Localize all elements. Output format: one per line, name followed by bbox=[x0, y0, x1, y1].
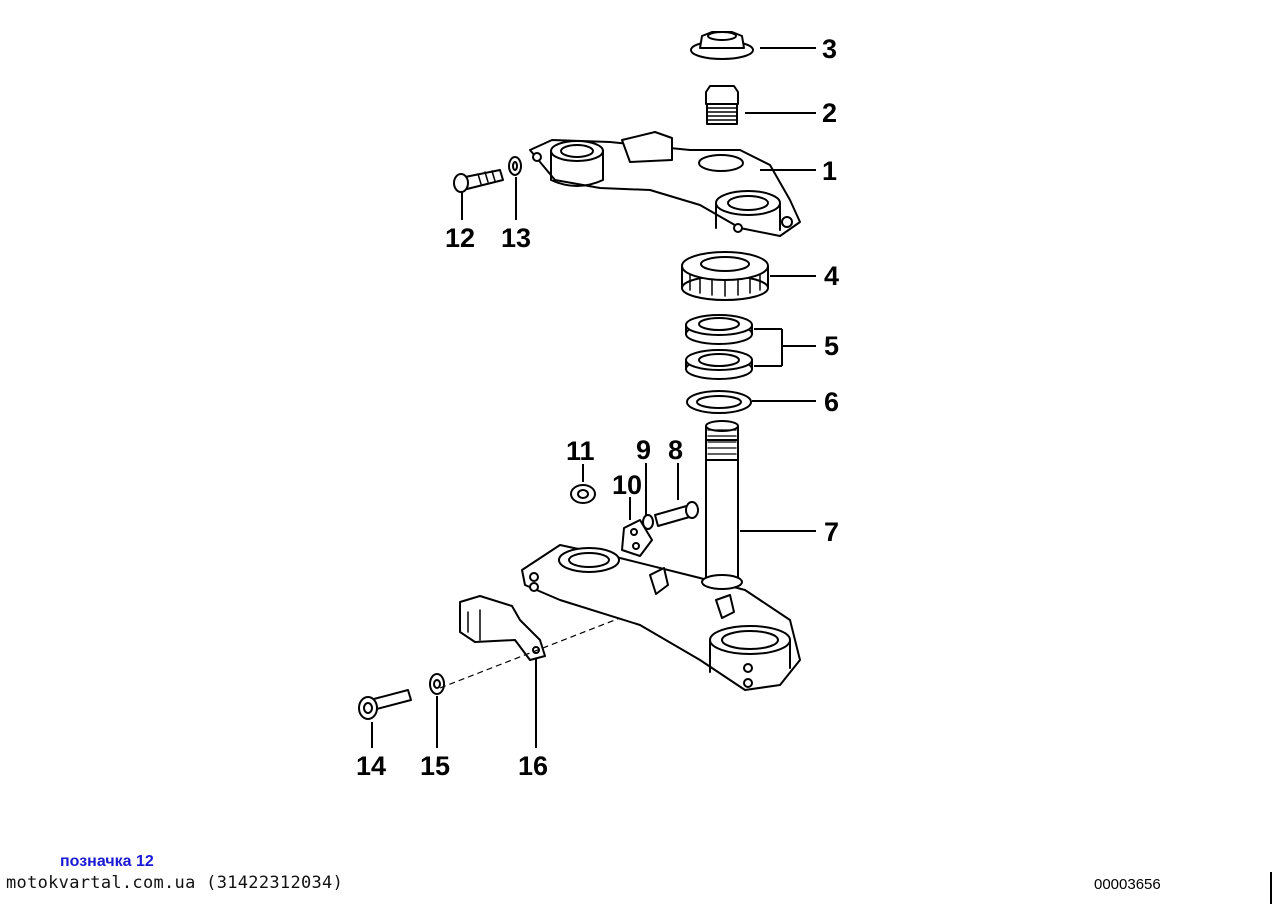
part-label-14: 14 bbox=[356, 751, 386, 781]
part-4-adjusting-ring bbox=[681, 251, 769, 301]
part-label-15: 15 bbox=[420, 751, 450, 781]
part-label-6: 6 bbox=[824, 387, 839, 417]
part-8-bolt bbox=[654, 501, 699, 527]
part-12-bolt bbox=[453, 169, 504, 193]
part-14-bolt bbox=[358, 689, 412, 720]
part-15-washer bbox=[429, 673, 445, 695]
part-5-bearings bbox=[685, 314, 753, 380]
part-9-washer bbox=[642, 514, 654, 530]
part-label-8: 8 bbox=[668, 435, 683, 465]
highlight-note: позначка 12 bbox=[60, 853, 154, 870]
part-13-washer bbox=[508, 156, 522, 176]
part-2-plug bbox=[705, 85, 739, 125]
part-7-steering-stem bbox=[521, 420, 801, 691]
part-label-1: 1 bbox=[822, 156, 837, 186]
part-label-10: 10 bbox=[612, 470, 642, 500]
part-number-labels: 3 2 1 4 5 6 7 8 9 10 11 12 13 14 15 16 bbox=[356, 34, 839, 781]
part-label-5: 5 bbox=[824, 331, 839, 361]
part-label-7: 7 bbox=[824, 517, 839, 547]
part-1-upper-fork-bridge bbox=[529, 131, 801, 237]
part-label-2: 2 bbox=[822, 98, 837, 128]
part-label-4: 4 bbox=[824, 261, 839, 291]
part-label-12: 12 bbox=[445, 223, 475, 253]
part-label-11: 11 bbox=[566, 436, 595, 466]
part-3-nut bbox=[690, 31, 754, 60]
part-label-16: 16 bbox=[518, 751, 548, 781]
leader-lines bbox=[371, 47, 816, 748]
part-label-9: 9 bbox=[636, 435, 651, 465]
part-label-13: 13 bbox=[501, 223, 531, 253]
part-10-bracket bbox=[621, 519, 653, 557]
part-6-seal bbox=[686, 390, 752, 414]
part-16-holder bbox=[459, 595, 546, 661]
part-label-3: 3 bbox=[822, 34, 837, 64]
edge-divider bbox=[1270, 872, 1272, 904]
part-11-bush bbox=[570, 484, 596, 504]
diagram-id: 00003656 bbox=[1094, 876, 1161, 893]
source-caption: motokvartal.com.ua (31422312034) bbox=[6, 873, 344, 893]
